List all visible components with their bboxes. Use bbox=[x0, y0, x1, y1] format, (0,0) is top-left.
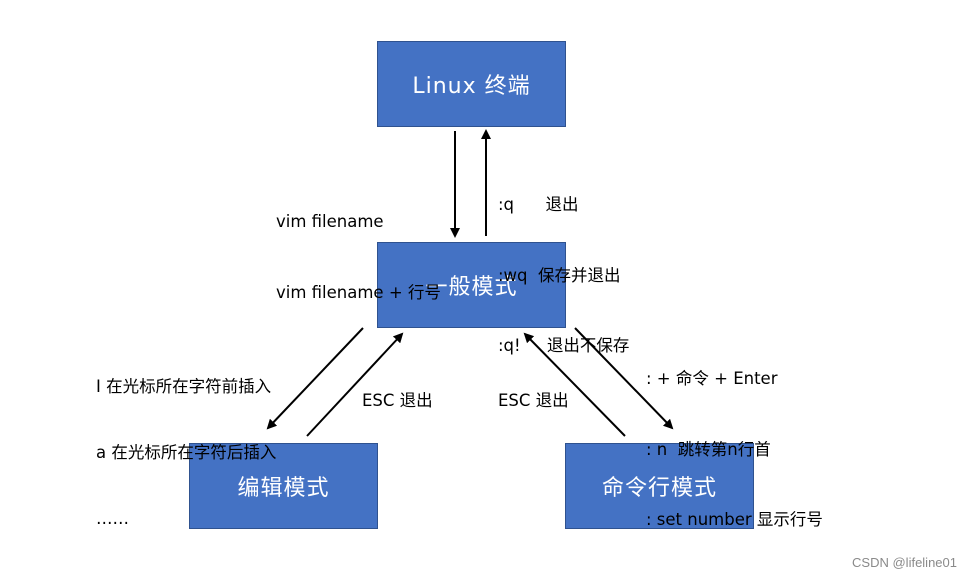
arrow-normal-to-command bbox=[574, 327, 674, 430]
to-edit-line: I 在光标所在字符前插入 bbox=[96, 377, 272, 396]
quit-vim-line: :q! 退出不保存 bbox=[498, 336, 630, 355]
to-command-label: : + 命令 + Enter : n 跳转第n行首 : set number 显… bbox=[646, 320, 823, 579]
command-mode-node: 命令行模式 bbox=[565, 443, 754, 529]
edit-esc-label: ESC 退出 bbox=[362, 391, 433, 410]
arrow-edit-to-normal bbox=[306, 332, 404, 437]
quit-vim-line: :q 退出 bbox=[498, 195, 579, 214]
watermark: CSDN @lifeline01 bbox=[852, 555, 957, 570]
arrow-normal-to-edit bbox=[266, 327, 364, 430]
to-edit-line: a 在光标所在字符后插入 bbox=[96, 443, 277, 462]
to-command-line: : set number 显示行号 bbox=[646, 510, 823, 529]
arrow-command-to-normal bbox=[523, 332, 626, 437]
quit-vim-label: :q 退出 :wq 保存并退出 :q! 退出不保存 bbox=[498, 146, 629, 405]
command-esc-label: ESC 退出 bbox=[498, 391, 569, 410]
normal-mode-node: 一般模式 bbox=[377, 242, 566, 328]
quit-vim-line: :wq 保存并退出 bbox=[498, 265, 621, 285]
to-edit-label: I 在光标所在字符前插入 a 在光标所在字符后插入 …… bbox=[96, 332, 276, 574]
enter-vim-line: vim filename bbox=[276, 212, 384, 231]
edit-mode-node: 编辑模式 bbox=[189, 443, 378, 529]
terminal-node: Linux 终端 bbox=[377, 41, 566, 127]
enter-vim-line: vim filename + 行号 bbox=[276, 282, 441, 302]
to-command-line: : n 跳转第n行首 bbox=[646, 439, 771, 459]
to-edit-line: …… bbox=[96, 509, 129, 528]
enter-vim-label: vim filename vim filename + 行号 bbox=[276, 163, 441, 351]
to-command-line: : + 命令 + Enter bbox=[646, 369, 778, 388]
